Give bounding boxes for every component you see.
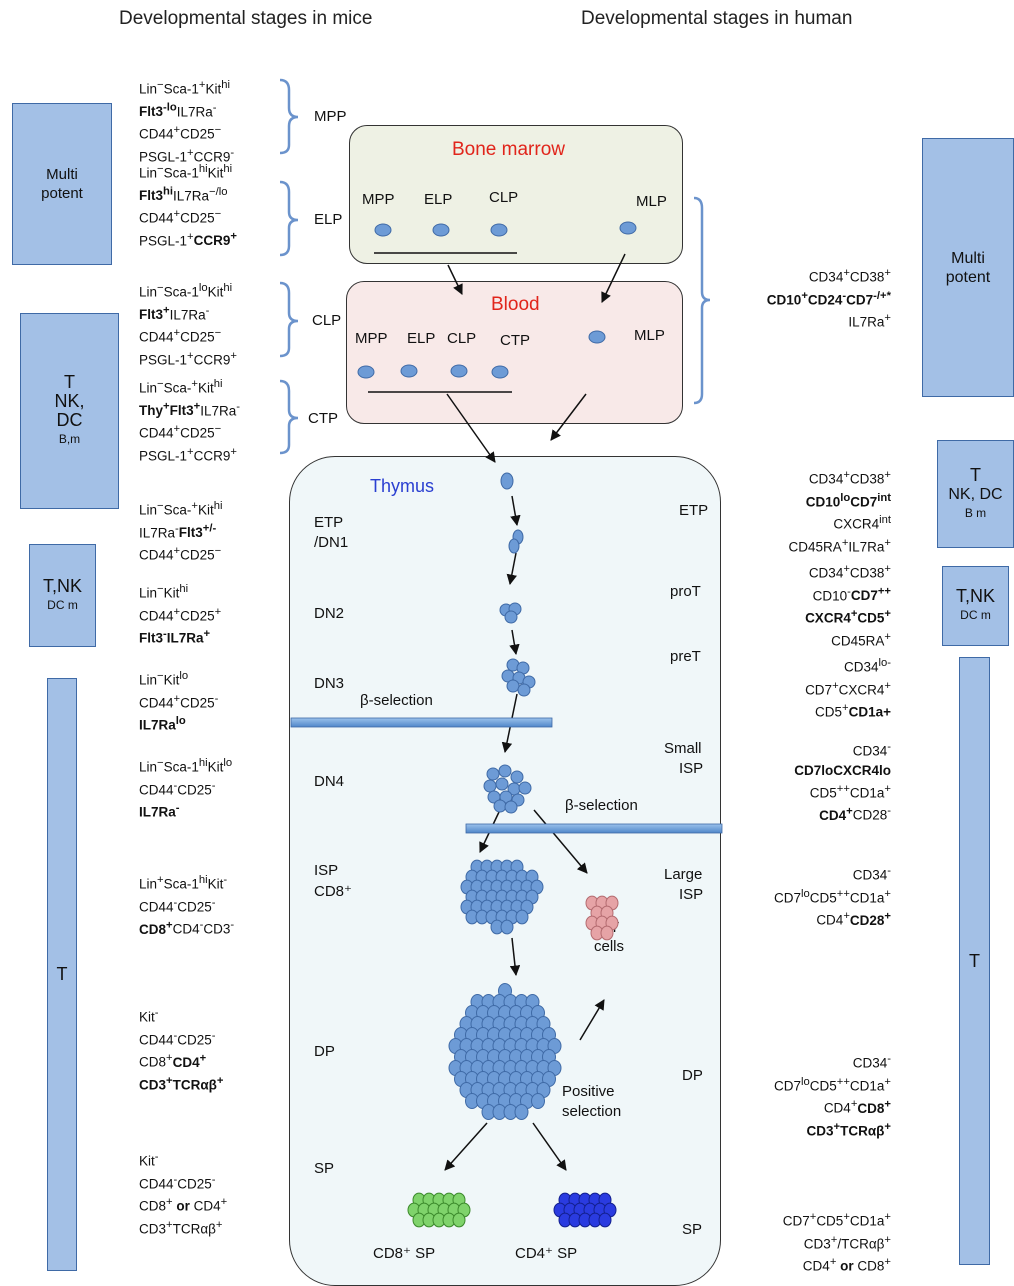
bm-clp-label: CLP: [489, 189, 519, 206]
bar-label: T: [969, 950, 980, 971]
elp-markers: Lin−Sca-1hiKithi Flt3hiIL7Ra−/lo CD44+CD…: [139, 163, 237, 248]
thymus-dn4-label: DN4: [314, 773, 345, 790]
thymus-large-right: Large: [664, 866, 703, 883]
thymus-dp-label: DP: [314, 1043, 335, 1060]
thymus-sp-right: SP: [682, 1221, 703, 1238]
clp-stage-label: CLP: [312, 312, 342, 329]
pret-human-markers: CD34lo- CD7+CXCR4+ CD5+CD1a+: [805, 657, 891, 720]
thymus-pret-right: preT: [670, 648, 701, 665]
human-multipotent-bar: Multi potent: [922, 138, 1014, 397]
bar-label: T: [56, 964, 68, 984]
mice-header: Developmental stages in mice: [119, 8, 373, 29]
blood-mpp-label: MPP: [355, 330, 388, 347]
thymus-etp-label: ETP: [314, 514, 344, 531]
thymus-dn2-label: DN2: [314, 605, 345, 622]
mouse-tnkdc-bar: T NK, DC B,m: [20, 313, 119, 509]
thymus-smallisp-right: ISP: [679, 760, 704, 777]
dn4-mouse-markers: Lin−Sca-1hiKitlo CD44-CD25- IL7Ra-: [139, 757, 233, 820]
blood-elp-label: ELP: [407, 330, 436, 347]
bar-label: Multi: [46, 166, 78, 183]
ctp-markers: Lin−Sca-+Kithi Thy+Flt3+IL7Ra- CD44+CD25…: [139, 378, 240, 463]
bar-label: B,m: [58, 432, 81, 446]
sp-mouse-markers: Kit- CD44-CD25- CD8+ or CD4+ CD3+TCRαβ+: [139, 1151, 228, 1236]
bm-mpp-label: MPP: [362, 191, 395, 208]
clp-markers: Lin−Sca-1loKithi Flt3+IL7Ra- CD44+CD25− …: [139, 282, 237, 367]
large-isp-human-markers: CD34- CD7loCD5++CD1a+ CD4+CD28+: [773, 865, 891, 928]
thymus-sp-label: SP: [314, 1160, 335, 1177]
etp-mouse-markers: Lin−Sca-+Kithi IL7Ra-Flt3+/- CD44+CD25−: [139, 500, 223, 563]
bar-label: DC: [56, 410, 83, 430]
human-t-bar: T: [959, 657, 990, 1265]
bar-label: Multi: [951, 249, 985, 267]
bm-elp-label: ELP: [424, 191, 453, 208]
bar-label: potent: [41, 185, 83, 202]
gd-label-2: cells: [594, 938, 625, 955]
beta-selection-2: β-selection: [565, 797, 638, 814]
bone-marrow-box: [349, 125, 683, 264]
etp-human-markers: CD34+CD38+ CD10loCD7int CXCR4int CD45RA+…: [788, 469, 891, 554]
thymus-dp-right: DP: [682, 1067, 703, 1084]
blood-title: Blood: [491, 294, 540, 315]
bar-label: DC m: [47, 597, 78, 612]
mouse-tnk-bar: T,NK DC m: [29, 544, 96, 647]
bar-label: B m: [964, 505, 987, 520]
gd-label-1: γδ T: [590, 919, 620, 936]
blood-mlp-label: MLP: [634, 327, 665, 344]
human-tnkdc-bar: T NK, DC B m: [937, 440, 1014, 548]
prot-human-markers: CD34+CD38+ CD10-CD7++ CXCR4+CD5+ CD45RA+: [805, 563, 891, 648]
bar-label: T: [970, 464, 981, 485]
beta-selection-1: β-selection: [360, 692, 433, 709]
thymus-etp-right: ETP: [679, 502, 709, 519]
bar-label: DC m: [960, 608, 991, 622]
mouse-multipotent-bar: Multi potent: [12, 103, 112, 265]
small-isp-human-markers: CD34- CD7loCXCR4lo CD5++CD1a+ CD4+CD28-: [794, 741, 891, 823]
positive-selection-1: Positive: [562, 1083, 615, 1100]
thymus-box: [289, 456, 721, 1286]
bar-label: NK,: [54, 391, 85, 411]
mouse-t-bar: T: [47, 678, 77, 1271]
mpp-stage-label: MPP: [314, 108, 347, 125]
bm-mlp-label: MLP: [636, 193, 667, 210]
dp-mouse-markers: Kit- CD44-CD25- CD8+CD4+ CD3+TCRαβ+: [139, 1007, 224, 1092]
dn3-mouse-markers: Lin−Kitlo CD44+CD25- IL7Ralo: [139, 670, 219, 733]
elp-stage-label: ELP: [314, 211, 343, 228]
bar-label: potent: [945, 268, 991, 286]
bar-label: T,NK: [42, 575, 82, 596]
bone-marrow-title: Bone marrow: [452, 139, 565, 160]
thymus-ispcd8-label: CD8⁺: [314, 883, 352, 900]
blood-ctp-label: CTP: [500, 332, 530, 349]
thymus-largeisp-right: ISP: [679, 886, 704, 903]
thymus-dn3-label: DN3: [314, 675, 345, 692]
isp-mouse-markers: Lin+Sca-1hiKit- CD44-CD25- CD8+CD4-CD3-: [139, 874, 235, 937]
blood-clp-label: CLP: [447, 330, 477, 347]
bar-label: T,NK: [955, 586, 995, 606]
bar-label: T: [64, 372, 75, 392]
thymus-small-right: Small: [664, 740, 702, 757]
positive-selection-2: selection: [562, 1103, 622, 1120]
sp-human-markers: CD7+CD5+CD1a+ CD3+/TCRαβ+ CD4+ or CD8+: [782, 1211, 891, 1274]
bar-label: NK, DC: [948, 485, 1003, 503]
mpp-markers: Lin−Sca-1+Kithi Flt3-loIL7Ra- CD44+CD25−…: [139, 79, 235, 164]
dp-human-markers: CD34- CD7loCD5++CD1a+ CD4+CD8+ CD3+TCRαβ…: [773, 1053, 891, 1138]
thymus-title: Thymus: [370, 476, 435, 496]
blood-box: [346, 281, 683, 424]
human-header: Developmental stages in human: [581, 8, 853, 29]
ctp-stage-label: CTP: [308, 410, 338, 427]
thymus-isp-label: ISP: [314, 862, 339, 879]
thymus-prot-right: proT: [670, 583, 701, 600]
mlp-human-markers: CD34+CD38+ CD10+CD24-CD7-/+* IL7Ra+: [766, 267, 891, 330]
cd8-sp-label: CD8⁺ SP: [373, 1245, 436, 1262]
thymus-dn1-label: /DN1: [314, 534, 349, 551]
human-tnk-bar: T,NK DC m: [942, 566, 1009, 646]
dn2-mouse-markers: Lin−Kithi CD44+CD25+ Flt3-IL7Ra+: [139, 583, 222, 646]
cd4-sp-label: CD4⁺ SP: [515, 1245, 578, 1262]
